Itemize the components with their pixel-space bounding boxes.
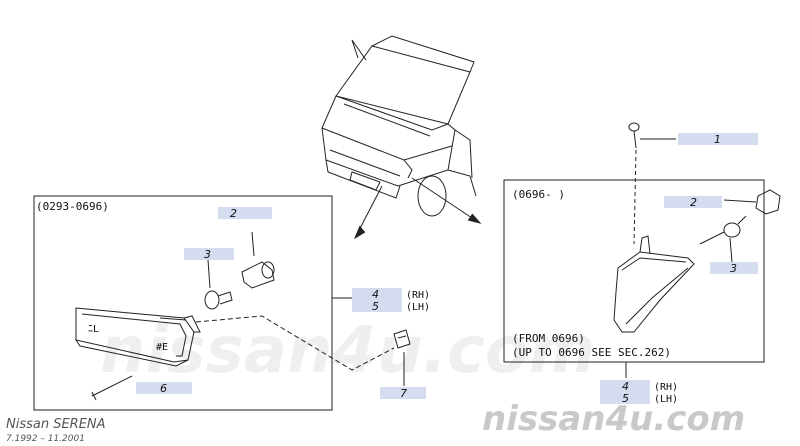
bulb-socket-icon	[241, 231, 275, 289]
right-note-from: (FROM 0696)	[512, 332, 585, 345]
callout-5-left: 5	[372, 300, 379, 313]
callout-2-left: 2	[230, 207, 237, 220]
screw-icon	[91, 375, 133, 401]
callout-6: 6	[160, 382, 167, 395]
callout-5-right: 5	[622, 392, 629, 405]
callout-lh-right: (LH)	[654, 394, 678, 405]
right-variant-box: (0696- ) (FROM 0696) (UP TO 0696 SEE SEC…	[503, 122, 781, 363]
callout-4-right: 4	[622, 380, 629, 393]
callout-3-left: 3	[204, 248, 211, 261]
callout-lh-left: (LH)	[406, 302, 430, 313]
left-variant-box: (0293-0696) ﾆL #E 2	[33, 195, 333, 411]
right-note-up-to: (UP TO 0696 SEE SEC.262)	[512, 346, 671, 359]
callout-7: 7	[400, 387, 407, 400]
callout-rh-right: (RH)	[654, 382, 678, 393]
screw-icon	[628, 122, 676, 245]
bulb-icon	[204, 259, 233, 310]
clip-icon	[393, 329, 411, 349]
side-marker-lens	[75, 307, 201, 367]
bulb-socket-icon	[723, 189, 781, 215]
vehicle-front-illustration	[321, 35, 482, 240]
model-name: Nissan SERENA	[6, 417, 106, 432]
leader-lines	[195, 297, 395, 371]
callout-1: 1	[714, 133, 721, 146]
lens-marking-1: ﾆL	[88, 324, 99, 335]
callout-2-right: 2	[690, 196, 697, 209]
bulb-icon	[699, 215, 747, 263]
brand-watermark: nissan4u.com	[482, 399, 745, 439]
lens-marking-2: #E	[156, 342, 168, 353]
right-date-range: (0696- )	[512, 188, 565, 201]
left-date-range: (0293-0696)	[36, 200, 109, 213]
turn-signal-lamp	[613, 235, 695, 333]
callout-4-left: 4	[372, 288, 379, 301]
callout-rh-left: (RH)	[406, 290, 430, 301]
model-years: 7.1992 – 11.2001	[6, 434, 85, 444]
callout-3-right: 3	[730, 262, 737, 275]
